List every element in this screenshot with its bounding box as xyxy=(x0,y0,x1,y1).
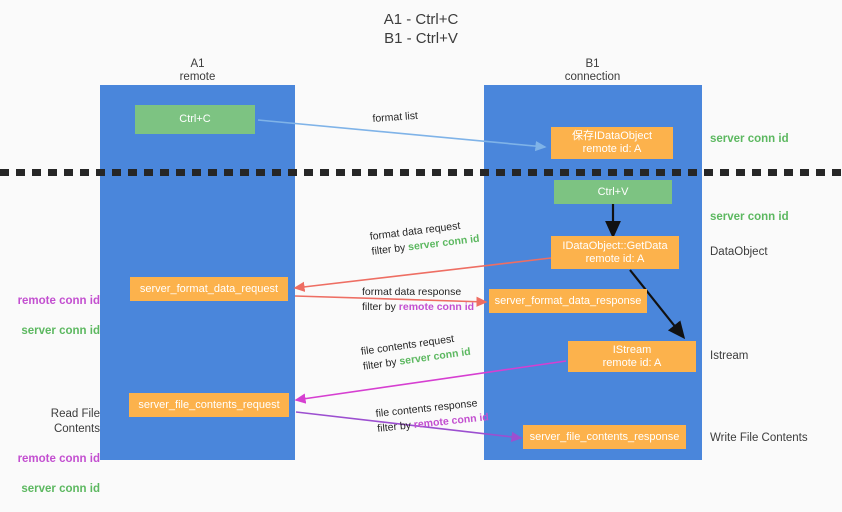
box-server-format-data-response[interactable]: server_format_data_response xyxy=(489,289,647,313)
edge-label-format-list: format list xyxy=(372,109,418,127)
left-label-remote-conn-id-2: remote conn id xyxy=(17,453,100,465)
filter-prefix: filter by xyxy=(376,419,415,435)
filter-prefix: filter by xyxy=(362,355,401,373)
right-label-write-file-contents: Write File Contents xyxy=(710,432,808,444)
divider-dashed xyxy=(0,169,842,176)
right-label-dataobject: DataObject xyxy=(710,246,768,258)
edge-label-format-data-response-text: format data response xyxy=(362,286,462,298)
box-server-file-contents-response[interactable]: server_file_contents_response xyxy=(523,425,686,449)
edge-label-file-contents-request: file contents request filter by server c… xyxy=(360,330,472,375)
box-save-idataobject[interactable]: 保存IDataObject remote id: A xyxy=(551,127,673,159)
right-label-istream: Istream xyxy=(710,350,749,362)
edge-label-format-list-text: format list xyxy=(372,109,419,125)
edge-label-file-contents-response: file contents response filter by remote … xyxy=(375,395,490,437)
lane-header-b1: B1 connection xyxy=(564,58,621,83)
left-label-heading-read-file-contents: Read File Contents xyxy=(50,408,100,435)
box-getdata[interactable]: IDataObject::GetData remote id: A xyxy=(551,236,679,269)
edge-label-format-data-response-filter: filter by remote conn id xyxy=(362,300,474,315)
box-ctrl-v[interactable]: Ctrl+V xyxy=(554,180,672,204)
right-label-server-conn-id-2: server conn id xyxy=(710,211,789,223)
filter-prefix: filter by xyxy=(370,241,409,258)
edge-label-format-data-response: format data response filter by remote co… xyxy=(362,285,474,315)
filter-prefix: filter by xyxy=(362,301,399,313)
box-istream[interactable]: IStream remote id: A xyxy=(568,341,696,372)
edge-label-format-data-request: format data request filter by server con… xyxy=(369,217,480,260)
left-label-remote-conn-id-1: remote conn id xyxy=(17,295,100,307)
left-label-conn-ids-1: remote conn id server conn id xyxy=(10,279,100,354)
filter-value: remote conn id xyxy=(398,301,475,313)
box-ctrl-c[interactable]: Ctrl+C xyxy=(135,105,255,134)
left-label-read-file-contents: Read File Contents remote conn id server… xyxy=(4,392,100,512)
box-server-format-data-request[interactable]: server_format_data_request xyxy=(130,277,288,301)
lane-header-a1: A1 remote xyxy=(179,58,216,83)
left-label-server-conn-id-1: server conn id xyxy=(21,325,100,337)
page-title: A1 - Ctrl+C B1 - Ctrl+V xyxy=(383,11,459,47)
diagram-canvas: A1 - Ctrl+C B1 - Ctrl+V A1 remote B1 con… xyxy=(0,11,842,495)
box-server-file-contents-request[interactable]: server_file_contents_request xyxy=(129,393,289,417)
right-label-server-conn-id-1: server conn id xyxy=(710,133,789,145)
left-label-server-conn-id-2: server conn id xyxy=(21,483,100,495)
